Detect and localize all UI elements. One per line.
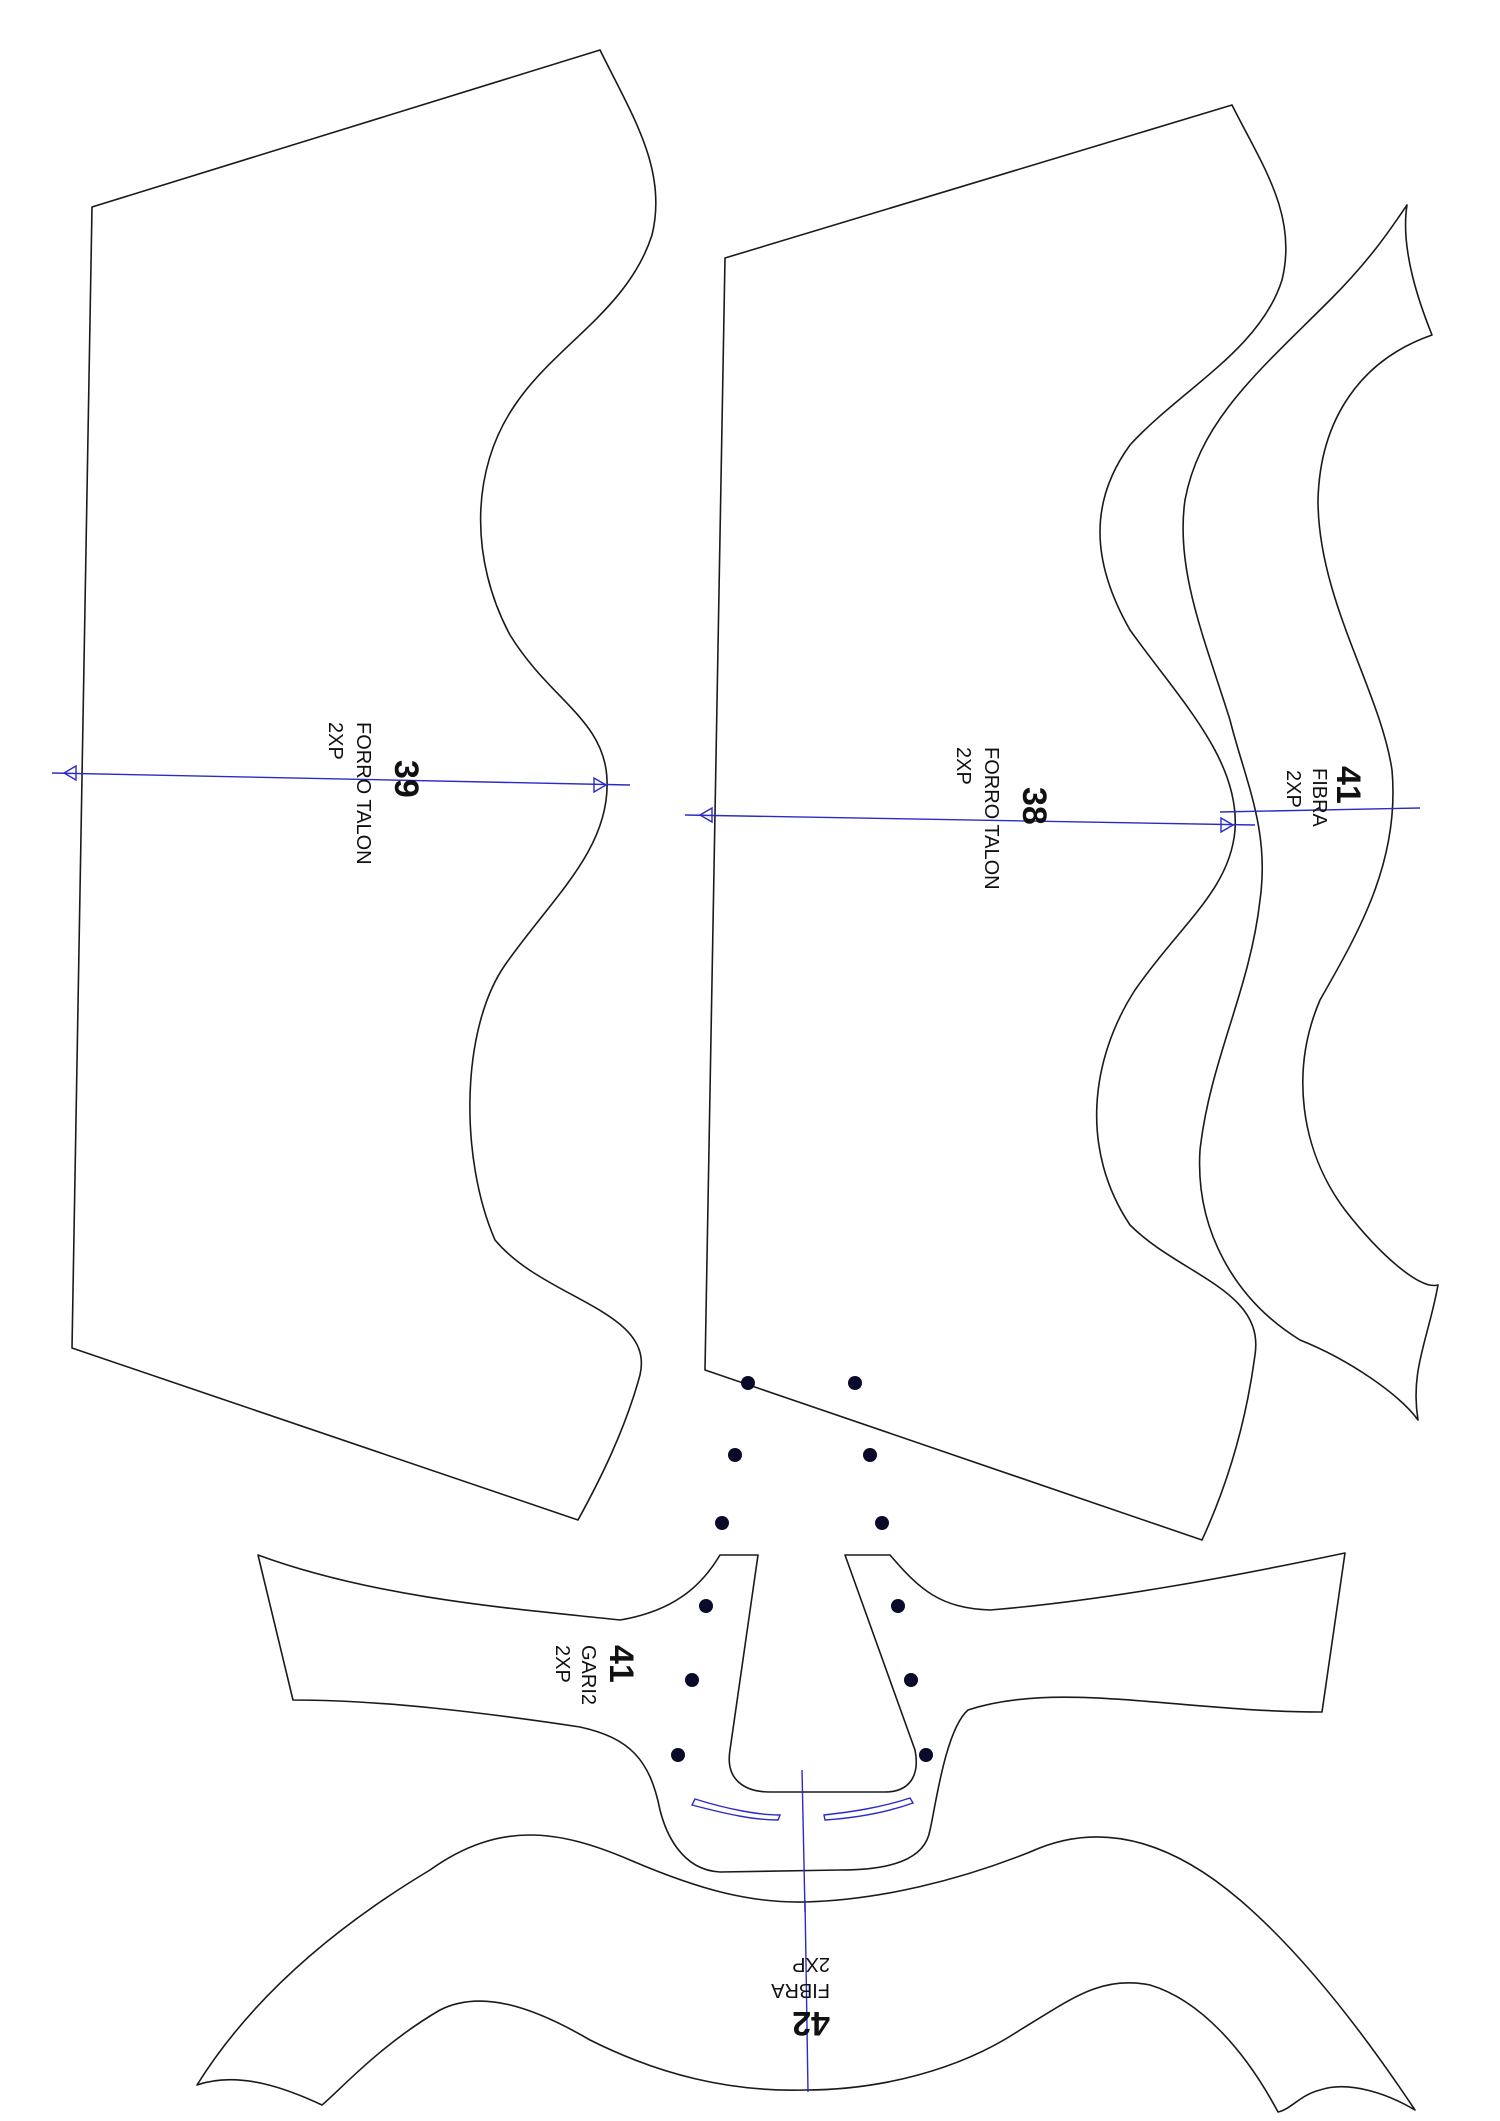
- piece-41-garis-number: 41: [602, 1645, 640, 1683]
- piece-39-outline: [71, 49, 657, 1521]
- piece-41-fibra-name: FIBRA: [1308, 768, 1330, 828]
- label-piece-38: 38 FORRO TALON 2XP: [952, 747, 1053, 890]
- piece-39-name: FORRO TALON: [352, 722, 374, 865]
- piece-38-grain-line: [684, 814, 1256, 826]
- punch-hole: [848, 1376, 862, 1390]
- piece-41-garis-qty: 2XP: [551, 1645, 573, 1683]
- punch-hole: [728, 1448, 742, 1462]
- punch-hole: [671, 1748, 685, 1762]
- piece-41-garis-grain-line: [801, 1769, 806, 1913]
- piece-39-notch-left: [62, 764, 77, 782]
- punch-hole: [715, 1516, 729, 1530]
- piece-38-number: 38: [1015, 787, 1053, 825]
- piece-42-outline: [196, 1834, 1416, 2113]
- punch-hole: [685, 1673, 699, 1687]
- piece-41-garis-slot-right: [823, 1797, 915, 1821]
- piece-38-name: FORRO TALON: [980, 747, 1002, 890]
- punch-hole: [919, 1748, 933, 1762]
- label-piece-41-garis: 41 GARI2 2XP: [551, 1645, 640, 1705]
- pattern-piece-39: [51, 49, 657, 1521]
- piece-39-notch-right: [593, 776, 608, 794]
- pattern-piece-41-garis: [257, 1552, 1346, 1913]
- piece-42-qty: 2XP: [792, 1953, 830, 1975]
- piece-39-grain-line: [51, 772, 631, 786]
- piece-42-name: FIBRA: [770, 1979, 830, 2001]
- punch-hole: [699, 1599, 713, 1613]
- punch-holes: [671, 1376, 933, 1762]
- label-piece-39: 39 FORRO TALON 2XP: [324, 722, 425, 865]
- piece-39-qty: 2XP: [324, 722, 346, 760]
- piece-39-number: 39: [387, 760, 425, 798]
- punch-hole: [863, 1448, 877, 1462]
- pattern-piece-38: [684, 104, 1287, 1541]
- pattern-piece-42: [196, 1834, 1416, 2113]
- piece-41-fibra-qty: 2XP: [1282, 770, 1304, 808]
- label-piece-42: 42 FIBRA 2XP: [770, 1953, 830, 2042]
- piece-41-fibra-outline: [1182, 204, 1439, 1421]
- piece-41-garis-name: GARI2: [577, 1645, 599, 1705]
- piece-38-notch-left: [698, 806, 713, 824]
- piece-38-outline: [704, 104, 1287, 1541]
- piece-42-number: 42: [792, 2004, 830, 2042]
- piece-41-garis-outline: [257, 1552, 1346, 1873]
- piece-41-garis-slot-left: [690, 1798, 782, 1821]
- piece-41-fibra-grain-line: [1219, 807, 1421, 813]
- piece-41-fibra-number: 41: [1329, 766, 1367, 804]
- piece-42-grain-line: [804, 1899, 809, 2093]
- punch-hole: [891, 1599, 905, 1613]
- punch-hole: [904, 1673, 918, 1687]
- punch-hole: [741, 1376, 755, 1390]
- pattern-piece-41-fibra: [1182, 204, 1439, 1421]
- piece-38-notch-right: [1220, 816, 1235, 834]
- punch-hole: [875, 1516, 889, 1530]
- label-piece-41-fibra: 41 FIBRA 2XP: [1282, 766, 1367, 828]
- piece-38-qty: 2XP: [952, 747, 974, 785]
